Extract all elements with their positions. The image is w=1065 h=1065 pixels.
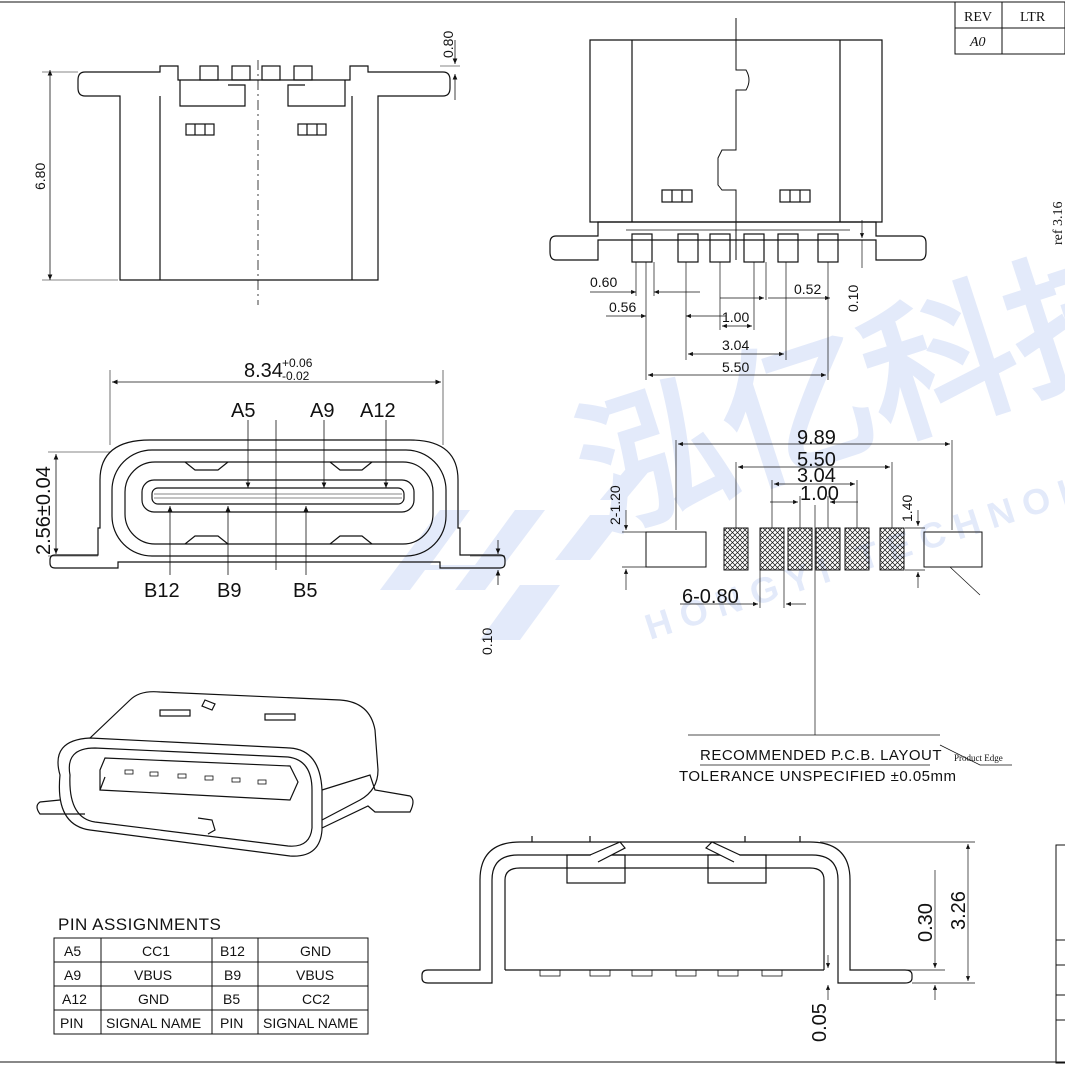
front-dim-3: 1.00 bbox=[722, 309, 749, 325]
end-view bbox=[48, 370, 506, 585]
front-dim-1: 0.60 bbox=[590, 274, 617, 290]
pcb-dim-h2: 1.40 bbox=[899, 495, 915, 522]
end-dim-tol-minus: -0.02 bbox=[282, 369, 310, 383]
top-view bbox=[42, 40, 460, 305]
pin-cell: B12 bbox=[220, 943, 245, 959]
pin-table: A5 CC1 B12 GND A9 VBUS B9 VBUS A12 GND B… bbox=[60, 943, 358, 1031]
pcb-dim-total: 9.89 bbox=[797, 427, 836, 449]
end-dim-foot: 0.10 bbox=[479, 628, 495, 655]
pin-cell: B5 bbox=[223, 991, 240, 1007]
pin-cell: CC2 bbox=[302, 991, 330, 1007]
front-dim-7: 0.10 bbox=[845, 285, 861, 312]
side-dim-foot: 0.05 bbox=[809, 1003, 831, 1042]
rev-header: REV bbox=[964, 10, 992, 25]
watermark-logo: 泓亿科技 HONGYI TECHNOLOGY bbox=[380, 215, 1065, 648]
pin-cell: PIN bbox=[60, 1015, 83, 1031]
pin-cell: VBUS bbox=[296, 967, 334, 983]
side-view bbox=[421, 836, 975, 1000]
front-dim-5: 5.50 bbox=[722, 359, 749, 375]
title-block-corner bbox=[1055, 844, 1065, 1064]
pin-cell: PIN bbox=[220, 1015, 243, 1031]
pin-cell: A12 bbox=[62, 991, 87, 1007]
pcb-edge-note: Product Edge bbox=[954, 753, 1003, 763]
isometric-view bbox=[36, 691, 414, 857]
side-text: ref 3.16 bbox=[1051, 201, 1065, 245]
label-b9: B9 bbox=[217, 580, 241, 602]
pin-cell: CC1 bbox=[142, 943, 170, 959]
pin-cell: GND bbox=[300, 943, 331, 959]
label-a9: A9 bbox=[310, 400, 334, 422]
pcb-dim-pad: 6-0.80 bbox=[682, 586, 739, 608]
end-dim-width: 8.34 bbox=[244, 360, 283, 382]
pcb-dim-h1: 2-1.20 bbox=[607, 485, 623, 525]
rev-table bbox=[954, 1, 1065, 55]
pin-cell: A9 bbox=[64, 967, 81, 983]
end-dim-height: 2.56±0.04 bbox=[33, 466, 55, 555]
pcb-layout bbox=[622, 440, 1012, 766]
front-dim-2: 0.56 bbox=[609, 299, 636, 315]
pin-cell: A5 bbox=[64, 943, 81, 959]
front-dim-4: 3.04 bbox=[722, 337, 749, 353]
pin-table-grid bbox=[53, 937, 369, 1035]
label-a5: A5 bbox=[231, 400, 255, 422]
side-dim-height: 3.26 bbox=[948, 891, 970, 930]
label-a12: A12 bbox=[360, 400, 396, 422]
pcb-dim-outer: 5.50 bbox=[797, 449, 836, 471]
top-dim-height: 6.80 bbox=[32, 163, 48, 190]
pin-cell: B9 bbox=[224, 967, 241, 983]
top-dim-top: 0.80 bbox=[440, 31, 456, 58]
pcb-dim-mid: 3.04 bbox=[797, 465, 836, 487]
end-dim-tol-plus: +0.06 bbox=[282, 356, 313, 370]
front-view bbox=[549, 18, 927, 380]
pcb-title: RECOMMENDED P.C.B. LAYOUT bbox=[700, 747, 942, 764]
rev-value: A0 bbox=[969, 35, 986, 50]
pin-cell: GND bbox=[138, 991, 169, 1007]
pin-table-title: PIN ASSIGNMENTS bbox=[58, 915, 221, 934]
pin-cell: SIGNAL NAME bbox=[106, 1015, 201, 1031]
pcb-dim-pitch: 1.00 bbox=[800, 483, 839, 505]
front-dim-6: 0.52 bbox=[794, 281, 821, 297]
side-dim-offset: 0.30 bbox=[915, 903, 937, 942]
pcb-tolerance: TOLERANCE UNSPECIFIED ±0.05mm bbox=[679, 768, 957, 785]
label-b12: B12 bbox=[144, 580, 180, 602]
pin-cell: SIGNAL NAME bbox=[263, 1015, 358, 1031]
ltr-header: LTR bbox=[1020, 10, 1046, 25]
pin-cell: VBUS bbox=[134, 967, 172, 983]
label-b5: B5 bbox=[293, 580, 317, 602]
